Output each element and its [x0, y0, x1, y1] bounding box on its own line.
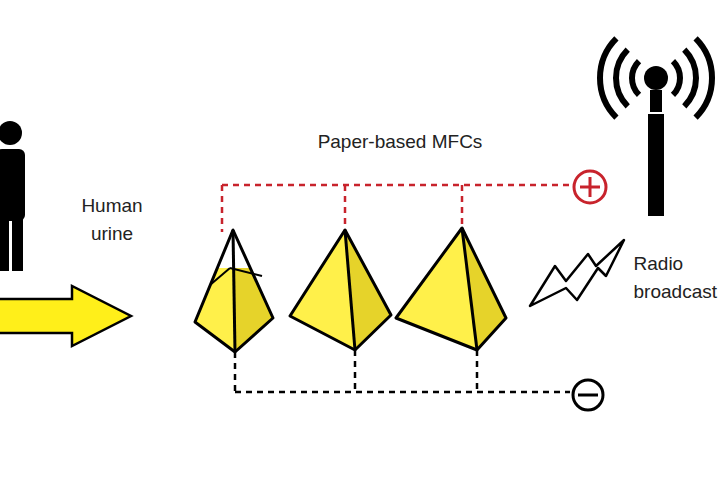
lightning-bolt — [530, 240, 624, 306]
radio-wave — [616, 50, 628, 107]
radio-wave — [673, 61, 680, 95]
paper-mfc-pyramid — [290, 230, 391, 350]
radio-wave — [696, 38, 712, 117]
radio-wave — [632, 61, 639, 95]
person-silhouette — [0, 121, 25, 271]
paper-mfc-pyramid — [195, 230, 273, 352]
radio-wave — [684, 50, 696, 107]
radio-wave — [600, 38, 616, 117]
text-label: Human urine — [64, 192, 160, 248]
text-label: Radio broadcast — [634, 250, 717, 306]
radio-antenna — [600, 38, 712, 216]
flow-arrow — [0, 286, 131, 346]
positive-terminal — [574, 171, 606, 203]
positive-wire — [222, 185, 572, 232]
paper-mfc-pyramid — [396, 228, 506, 350]
negative-wire — [235, 350, 570, 392]
text-label: Paper-based MFCs — [270, 128, 530, 156]
negative-terminal — [573, 380, 603, 410]
